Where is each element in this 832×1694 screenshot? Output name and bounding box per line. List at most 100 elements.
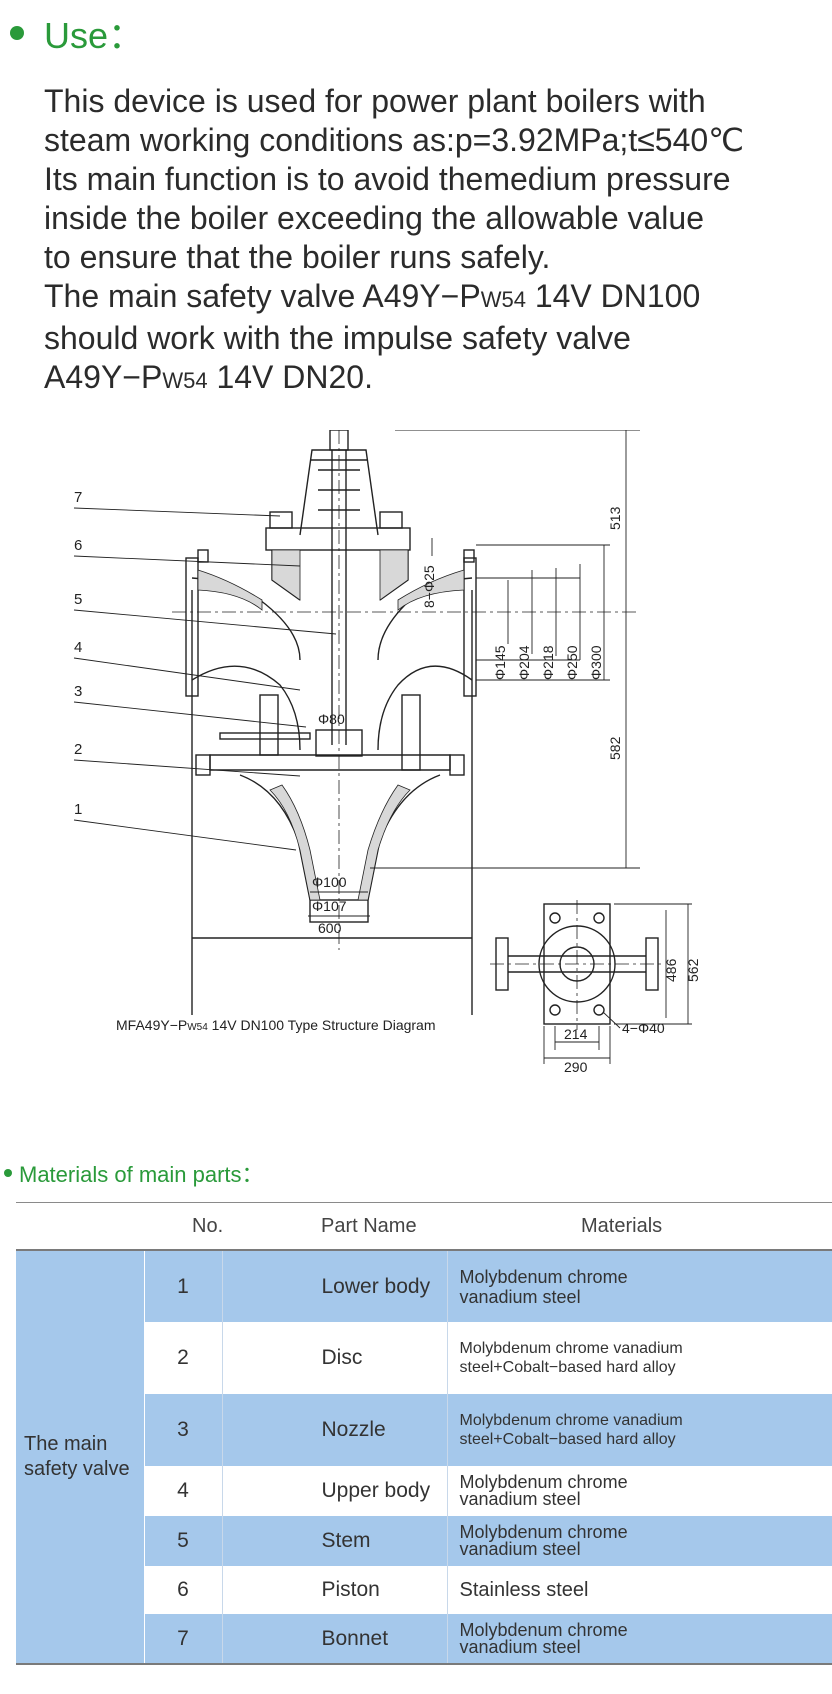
row-part-name: Piston (222, 1566, 448, 1614)
dim-562: 562 (685, 958, 701, 982)
dim-phi-250: Φ250 (564, 645, 580, 680)
dim-phi-80: Φ80 (318, 711, 345, 727)
callout-3: 3 (74, 683, 82, 700)
header-group (16, 1202, 144, 1251)
material-line: steel+Cobalt−based hard alloy (459, 1359, 676, 1376)
materials-table: No. Part Name Materials The main safety … (16, 1202, 832, 1665)
dim-486: 486 (663, 958, 679, 982)
use-line: should work with the impulse safety valv… (44, 320, 631, 356)
dim-290: 290 (564, 1059, 588, 1075)
use-heading: Use： (10, 8, 144, 58)
valve-structure-diagram: 7 6 5 4 3 2 1 513 582 8−Φ25 Φ145 Φ204 Φ2… (73, 430, 701, 1075)
material-line: Molybdenum chrome (459, 1472, 628, 1492)
use-description: This device is used for power plant boil… (44, 82, 824, 400)
row-part-name: Stem (222, 1516, 448, 1566)
material-line: Molybdenum chrome vanadium (459, 1340, 683, 1357)
use-line-subscript: W54 (480, 287, 526, 312)
use-line: This device is used for power plant boil… (44, 83, 706, 119)
caption-part: 14V DN100 Type Structure Diagram (208, 1017, 436, 1033)
row-no: 2 (143, 1322, 223, 1394)
use-line: Its main function is to avoid themedium … (44, 161, 731, 197)
diagram-caption: MFA49Y−PW54 14V DN100 Type Structure Dia… (116, 1017, 436, 1033)
row-no: 1 (143, 1250, 223, 1322)
row-part-name: Nozzle (222, 1394, 448, 1466)
row-no: 6 (143, 1566, 223, 1614)
use-heading-label: Use： (44, 15, 145, 56)
dim-phi-204: Φ204 (516, 645, 532, 680)
dim-phi-100: Φ100 (312, 874, 347, 890)
header-no: No. (144, 1202, 223, 1251)
use-line: steam working conditions as:p=3.92MPa;t≤… (44, 122, 745, 158)
dim-513: 513 (607, 506, 623, 530)
use-line: A49Y−PW54 14V DN20. (44, 358, 824, 400)
material-line: Stainless steel (459, 1579, 589, 1601)
group-cell: The main safety valve (16, 1250, 145, 1665)
caption-subscript: W54 (187, 1022, 208, 1033)
bullet-dot-icon (10, 26, 24, 40)
row-part-name: Lower body (222, 1250, 448, 1322)
table-row: 2 Disc Molybdenum chrome vanadium steel+C… (16, 1322, 832, 1394)
row-material: Stainless steel (447, 1566, 832, 1614)
materials-heading-label: Materials of main parts： (19, 1162, 264, 1187)
callout-7: 7 (74, 489, 82, 506)
callout-4: 4 (74, 639, 82, 656)
row-no: 7 (143, 1614, 223, 1665)
dim-phi-300: Φ300 (588, 645, 604, 680)
dim-phi-107: Φ107 (312, 898, 347, 914)
dim-600: 600 (318, 920, 342, 936)
use-line-part: A49Y−P (44, 359, 163, 395)
dim-214: 214 (564, 1026, 588, 1042)
use-line-subscript: W54 (162, 368, 208, 393)
material-line: steel+Cobalt−based hard alloy (459, 1431, 676, 1448)
table-row: The main safety valve 1 Lower body Molyb… (16, 1250, 832, 1665)
use-line-part: The main safety valve A49Y−P (44, 278, 481, 314)
materials-heading: Materials of main parts： (4, 1156, 264, 1190)
material-line: Molybdenum chrome (459, 1266, 628, 1287)
material-line: Molybdenum chrome (459, 1619, 628, 1640)
use-line-part: 14V DN100 (525, 278, 701, 314)
dim-phi-218: Φ218 (540, 645, 556, 680)
header-materials: Materials (447, 1202, 832, 1251)
dim-582: 582 (607, 736, 623, 760)
row-part-name: Disc (222, 1322, 448, 1394)
group-label-line: The main (24, 1433, 108, 1455)
material-line: vanadium steel (459, 1636, 581, 1657)
dim-4-phi-40: 4−Φ40 (622, 1020, 665, 1036)
dim-phi-145: Φ145 (492, 645, 508, 680)
row-part-name: Upper body (222, 1466, 448, 1516)
material-line: Molybdenum chrome vanadium (459, 1412, 683, 1429)
dim-8-phi-25: 8−Φ25 (421, 565, 437, 608)
callout-2: 2 (74, 741, 82, 758)
table-row: 6 Piston Stainless steel (16, 1566, 832, 1614)
callout-1: 1 (74, 801, 82, 818)
use-line: inside the boiler exceeding the allowabl… (44, 200, 704, 236)
material-line: Molybdenum chrome (459, 1522, 628, 1542)
group-label-line: safety valve (24, 1458, 130, 1480)
callout-5: 5 (74, 591, 82, 608)
material-line: vanadium steel (459, 1539, 581, 1559)
row-material: Molybdenum chrome vanadium steel+Cobalt−b… (447, 1322, 832, 1394)
callout-6: 6 (74, 537, 82, 554)
row-no: 5 (143, 1516, 223, 1566)
table-header-row: No. Part Name Materials (16, 1202, 832, 1251)
bullet-dot-icon (4, 1169, 12, 1177)
material-line: vanadium steel (459, 1286, 581, 1307)
material-line: vanadium steel (459, 1489, 581, 1509)
row-material: Molybdenum chrome vanadium steel+Cobalt−b… (447, 1394, 832, 1466)
row-part-name: Bonnet (222, 1614, 448, 1665)
row-no: 4 (143, 1466, 223, 1516)
header-part-name: Part Name (222, 1202, 447, 1251)
use-line: to ensure that the boiler runs safely. (44, 239, 551, 275)
table-row: 3 Nozzle Molybdenum chrome vanadium steel… (16, 1394, 832, 1466)
row-no: 3 (143, 1394, 223, 1466)
caption-part: MFA49Y−P (116, 1017, 187, 1033)
use-line: The main safety valve A49Y−PW54 14V DN10… (44, 277, 824, 319)
use-line-part: 14V DN20. (207, 359, 373, 395)
